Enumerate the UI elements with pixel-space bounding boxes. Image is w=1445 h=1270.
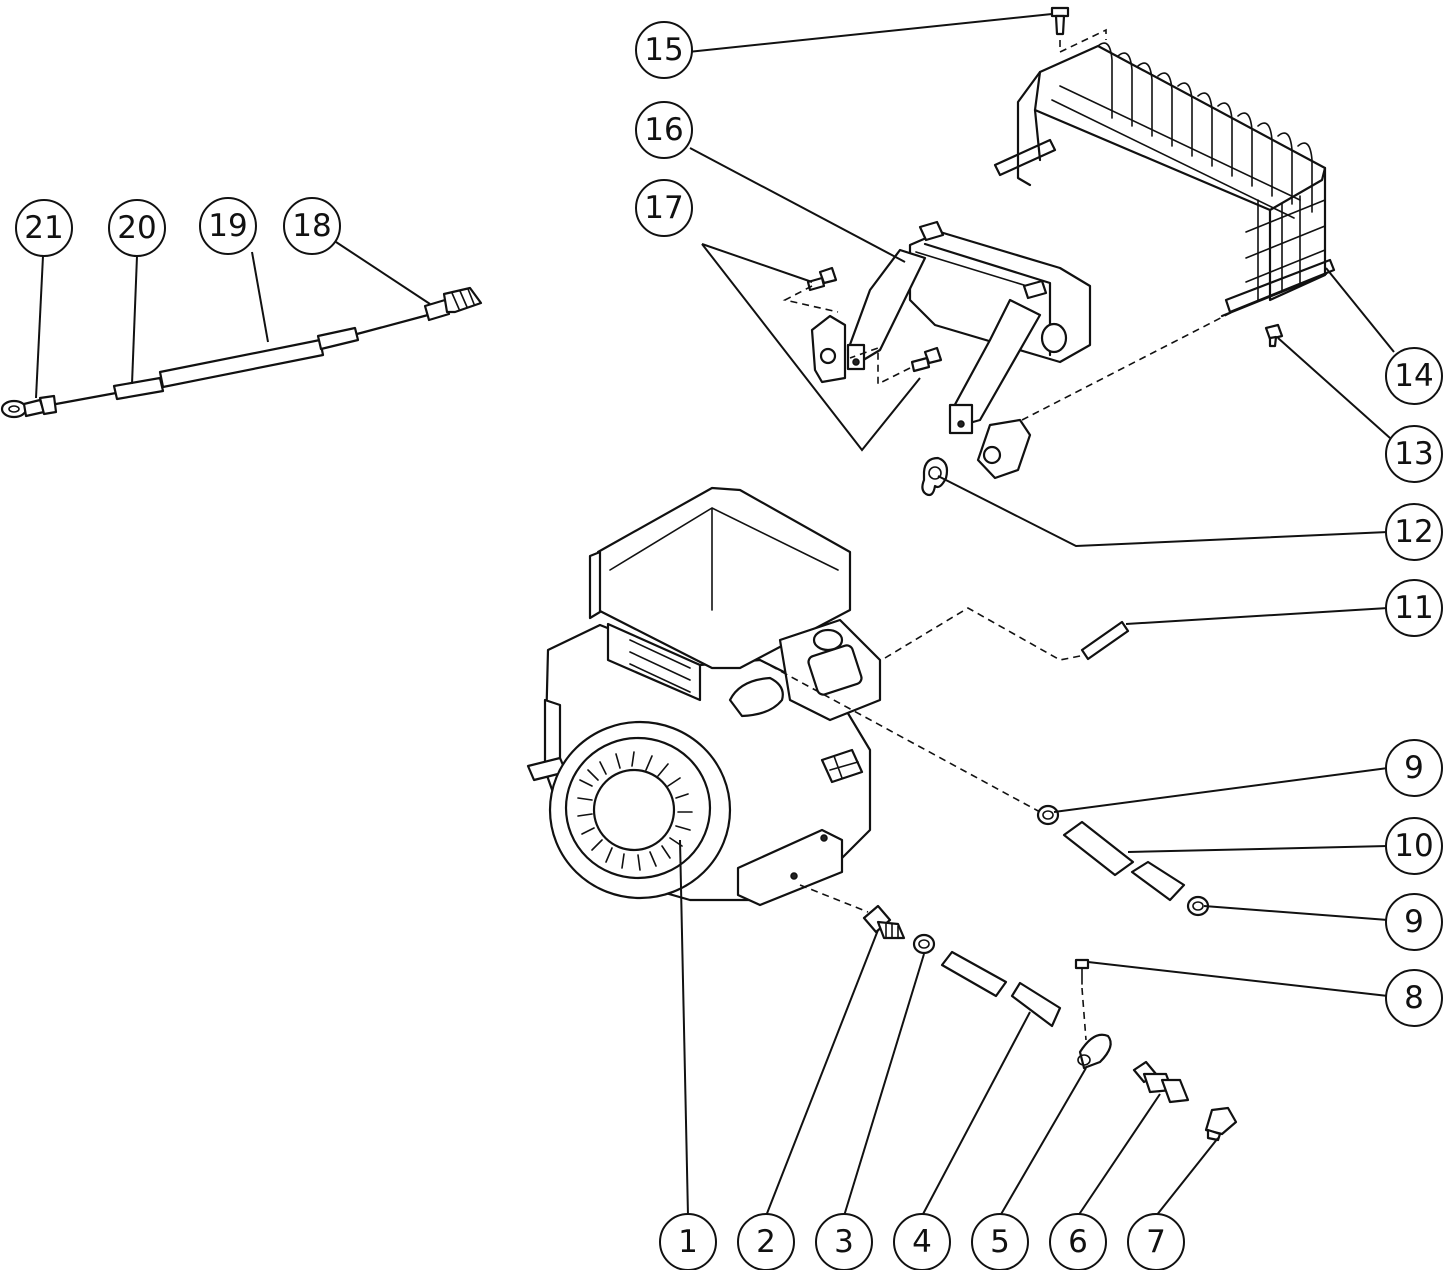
fitting-2 <box>862 904 906 940</box>
plug-7 <box>1204 1106 1238 1142</box>
callout-5: 5 <box>971 1213 1029 1270</box>
callout-16: 16 <box>635 101 693 159</box>
bolt-13 <box>1264 323 1284 348</box>
svg-text:9: 9 <box>1404 750 1424 786</box>
svg-text:7: 7 <box>1146 1224 1166 1260</box>
svg-text:12: 12 <box>1394 514 1433 550</box>
screw-8 <box>1074 958 1090 985</box>
callout-14: 14 <box>1385 347 1443 405</box>
svg-text:21: 21 <box>24 210 63 246</box>
callout-18: 18 <box>283 197 341 255</box>
svg-text:20: 20 <box>117 210 156 246</box>
svg-text:9: 9 <box>1404 904 1424 940</box>
svg-text:2: 2 <box>756 1224 776 1260</box>
svg-text:10: 10 <box>1394 828 1433 864</box>
pin-11 <box>1080 620 1130 661</box>
callout-9-bottom: 9 <box>1385 893 1443 951</box>
callout-20: 20 <box>108 199 166 257</box>
drain-valve-6 <box>1132 1060 1190 1104</box>
callout-13: 13 <box>1385 425 1443 483</box>
callout-7: 7 <box>1127 1213 1185 1270</box>
callout-6: 6 <box>1049 1213 1107 1270</box>
svg-text:17: 17 <box>644 190 683 226</box>
hose-clamp-3 <box>912 933 936 955</box>
gasket-12 <box>921 456 949 497</box>
hose-clamp-9-top <box>1036 804 1060 826</box>
svg-text:5: 5 <box>990 1224 1010 1260</box>
engine-1 <box>526 486 882 907</box>
callout-9-top: 9 <box>1385 739 1443 797</box>
callout-19: 19 <box>199 197 257 255</box>
svg-text:13: 13 <box>1394 436 1433 472</box>
callout-10: 10 <box>1385 817 1443 875</box>
callout-12: 12 <box>1385 503 1443 561</box>
hose-4 <box>940 950 1062 1028</box>
callout-3: 3 <box>815 1213 873 1270</box>
svg-text:8: 8 <box>1404 980 1424 1016</box>
svg-text:18: 18 <box>292 208 331 244</box>
leader-lines <box>35 13 1395 1217</box>
callout-15: 15 <box>635 21 693 79</box>
muffler-16 <box>806 220 1092 480</box>
svg-text:6: 6 <box>1068 1224 1088 1260</box>
callout-11: 11 <box>1385 579 1443 637</box>
svg-text:19: 19 <box>208 208 247 244</box>
clip-5 <box>1077 1033 1112 1070</box>
callout-2: 2 <box>737 1213 795 1270</box>
svg-text:15: 15 <box>644 32 683 68</box>
wire-harness <box>0 286 483 419</box>
callout-4: 4 <box>893 1213 951 1270</box>
svg-text:1: 1 <box>678 1224 698 1260</box>
svg-text:14: 14 <box>1394 358 1433 394</box>
callout-21: 21 <box>15 199 73 257</box>
callout-1: 1 <box>659 1213 717 1270</box>
bolt-15 <box>1050 6 1070 36</box>
svg-text:4: 4 <box>912 1224 932 1260</box>
svg-text:11: 11 <box>1394 590 1433 626</box>
callout-8: 8 <box>1385 969 1443 1027</box>
svg-text:16: 16 <box>644 112 683 148</box>
hose-10 <box>1062 820 1186 902</box>
callout-17: 17 <box>635 179 693 237</box>
svg-text:3: 3 <box>834 1224 854 1260</box>
